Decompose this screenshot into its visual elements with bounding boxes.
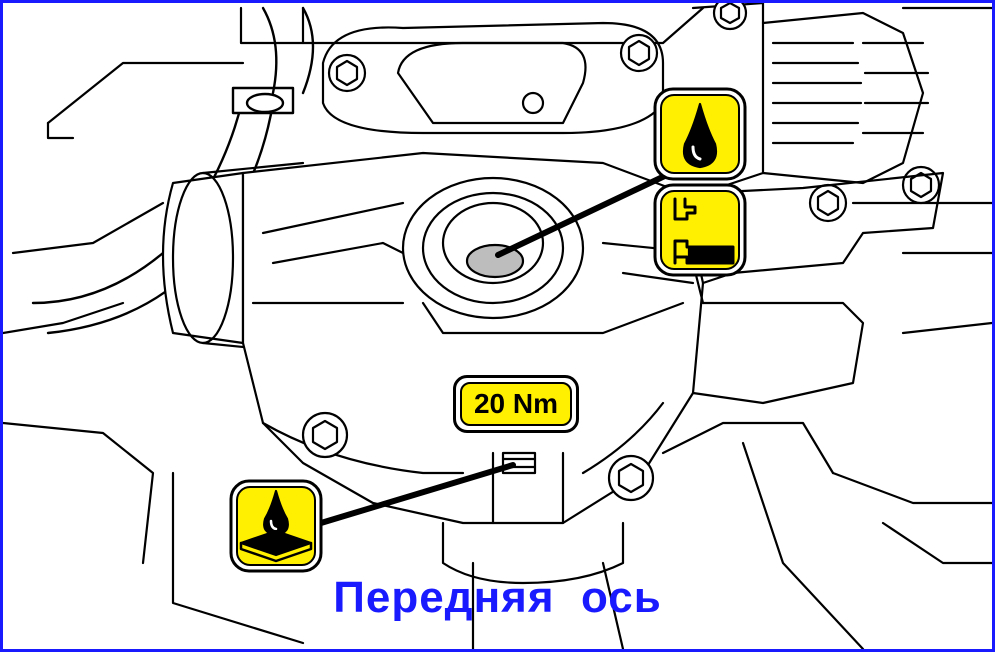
engine-block-outline xyxy=(3,6,992,649)
alternator xyxy=(691,3,992,195)
leader-lines xyxy=(318,170,674,526)
caption-front-axle: Передняя ось xyxy=(333,573,662,622)
fill-plug-opening xyxy=(401,176,585,320)
torque-spec-badge: 20 Nm xyxy=(453,375,579,433)
oil-level-plug-icon xyxy=(653,183,747,277)
front-axle-illustration xyxy=(3,3,992,649)
top-cover-plate xyxy=(321,21,665,135)
oil-drop-icon xyxy=(653,87,747,181)
torque-spec-text: 20 Nm xyxy=(460,382,572,426)
differential-housing xyxy=(241,151,705,585)
oil-drain-icon xyxy=(229,479,323,573)
